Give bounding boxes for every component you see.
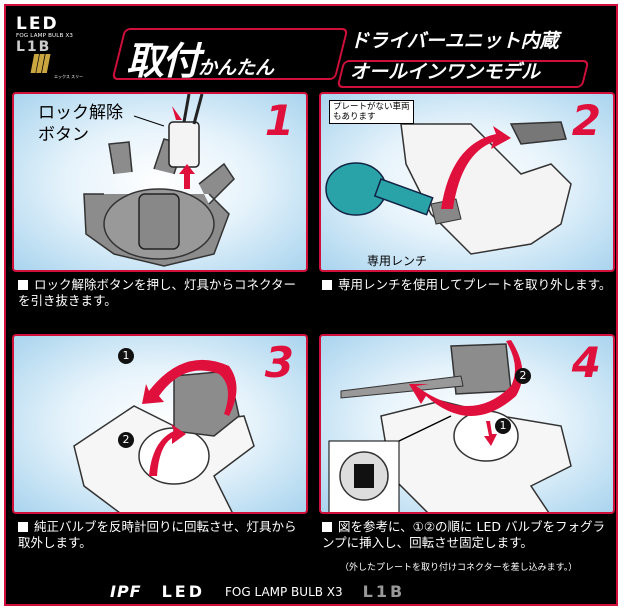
- series-mark: III: [30, 50, 51, 80]
- series-reading: エックス スリー: [54, 74, 84, 79]
- logo-product: FOG LAMP BULB X3: [16, 33, 74, 39]
- marker-2: 2: [118, 432, 134, 448]
- wrench-label: 専用レンチ: [367, 254, 428, 268]
- footer-product: FOG LAMP BULB X3: [225, 584, 343, 599]
- step-number: 1: [264, 96, 294, 145]
- title-small: かんたん: [198, 57, 275, 79]
- step-number: 3: [264, 338, 294, 387]
- remove-bulb-illustration: [73, 359, 255, 512]
- step-1-panel: ロック解除 ボタン 1: [12, 92, 308, 272]
- step-4-panel: 2 1 4: [319, 334, 615, 514]
- step-2-panel: プレートがない車両 もあります 専用レンチ 2: [319, 92, 615, 272]
- step-number: 2: [571, 96, 601, 145]
- caption-text: 図を参考に、①②の順に LED バルブをフォグランプに挿入し、回転させ固定します…: [322, 519, 605, 550]
- page-title: 取付かんたん: [126, 30, 274, 85]
- caption-text: 専用レンチを使用してプレートを取り外します。: [338, 277, 612, 292]
- title-big: 取付: [126, 39, 200, 83]
- logo-model: L1B: [16, 39, 52, 55]
- step-2-caption: 専用レンチを使用してプレートを取り外します。: [322, 277, 612, 293]
- subtitle-line2: オールインワンモデル: [350, 61, 541, 83]
- step-3-caption: 純正バルブを反時計回りに回転させ、灯具から取外します。: [18, 519, 308, 551]
- no-plate-note: プレートがない車両 もあります: [329, 100, 414, 124]
- step-4-subnote: （外したプレートを取り付けコネクターを差し込みます。）: [340, 563, 578, 573]
- step-number: 4: [571, 338, 601, 387]
- brand-logo: IPF: [110, 582, 142, 601]
- subtitle-line1: ドライバーユニット内蔵: [350, 30, 559, 52]
- wrench-illustration: [325, 121, 572, 255]
- marker-2: 2: [515, 368, 531, 384]
- step-1-caption: ロック解除ボタンを押し、灯具からコネクターを引き抜きます。: [18, 277, 308, 309]
- product-logo: LED FOG LAMP BULB X3 L1B III エックス スリー: [16, 16, 86, 80]
- logo-led: LED: [16, 14, 59, 34]
- connector-illustration: [83, 94, 235, 267]
- footer-brand-bar: IPF LED FOG LAMP BULB X3 L1B: [110, 582, 405, 601]
- lock-release-label: ロック解除 ボタン: [38, 103, 123, 145]
- install-bulb-illustration: [328, 340, 572, 512]
- footer-led: LED: [161, 582, 206, 601]
- step-3-panel: 1 2 3: [12, 334, 308, 514]
- marker-1: 1: [495, 418, 511, 434]
- caption-text: ロック解除ボタンを押し、灯具からコネクターを引き抜きます。: [18, 277, 297, 308]
- caption-text: 純正バルブを反時計回りに回転させ、灯具から取外します。: [18, 519, 297, 550]
- step-4-caption: 図を参考に、①②の順に LED バルブをフォグランプに挿入し、回転させ固定します…: [322, 519, 612, 551]
- marker-1: 1: [118, 348, 134, 364]
- footer-model: L1B: [362, 582, 406, 601]
